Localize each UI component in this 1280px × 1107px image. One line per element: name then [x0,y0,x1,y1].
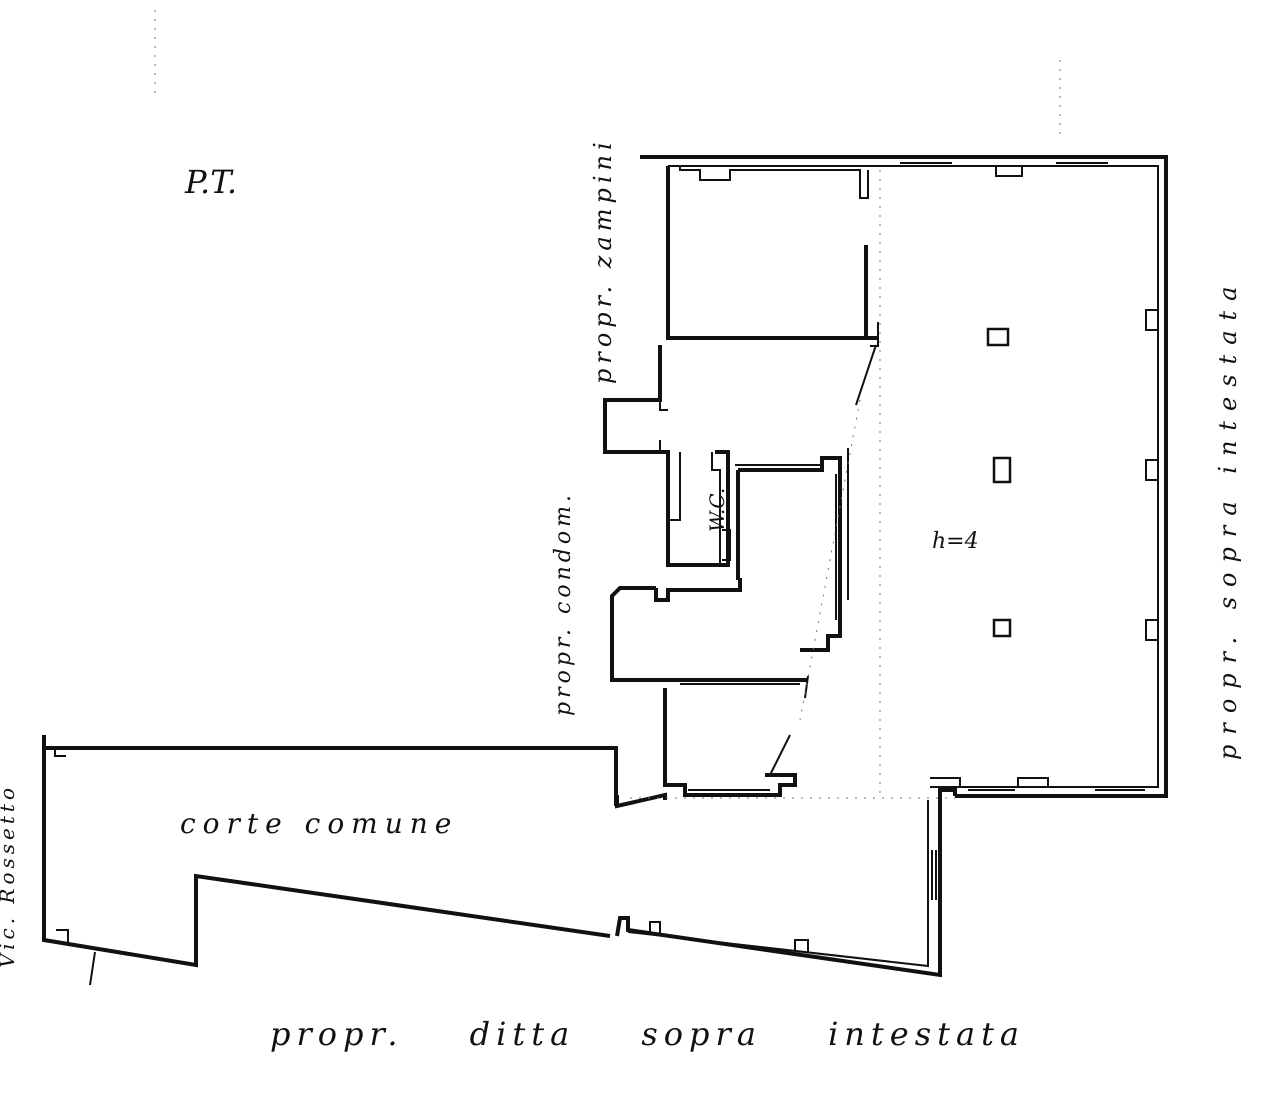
court-stub [89,951,96,986]
right-pilasters [1145,309,1158,641]
bottom-door [769,734,791,776]
court-bottom-inner [627,800,929,968]
neighbor-top-label: propr. zampini [589,137,617,384]
top-left-room-top [679,166,1023,199]
wc-inner [668,452,731,565]
top-windows [900,156,1108,164]
main-building [640,155,1168,798]
column-1 [986,327,1010,347]
columns [986,327,1012,638]
courtyard [42,735,957,986]
bottom-left-room-wall [663,688,797,797]
wc-label: W.C. [705,488,729,532]
court-left-wall [42,735,611,968]
court-top-wall [44,746,618,806]
court-connect-wall [615,792,667,809]
column-3 [992,618,1012,638]
right-inner-wall [668,165,1159,788]
top-left-room-wall [666,166,878,340]
bottom-label: propr. ditta sopra intestata [270,1015,1025,1053]
court-bottom-wall [615,788,957,978]
top-wall [640,155,1168,798]
corridor-wall [603,345,730,567]
central-rooms [603,345,849,809]
floor-label: P.T. [184,163,237,201]
street-label: Vic. Rossetto [0,784,19,968]
right-room-wall [736,456,842,652]
neighbor-right-label: propr. sopra intestata [1214,277,1242,760]
dotted-lines [154,10,1061,800]
court-corner [54,748,69,942]
corridor-left-wall [659,400,668,452]
neighbor-left-label: propr. condom. [551,491,576,716]
partition-stub [870,322,879,347]
bottom-right-wall [930,777,1166,797]
right-room-inner [735,448,849,620]
door-arc-2 [804,675,809,699]
column-2 [992,456,1012,484]
height-label: h=4 [932,529,979,554]
court-label: corte comune [180,807,458,840]
door-arc-1 [855,344,877,406]
lower-left-room-wall [610,578,808,682]
court-windows [931,850,937,900]
